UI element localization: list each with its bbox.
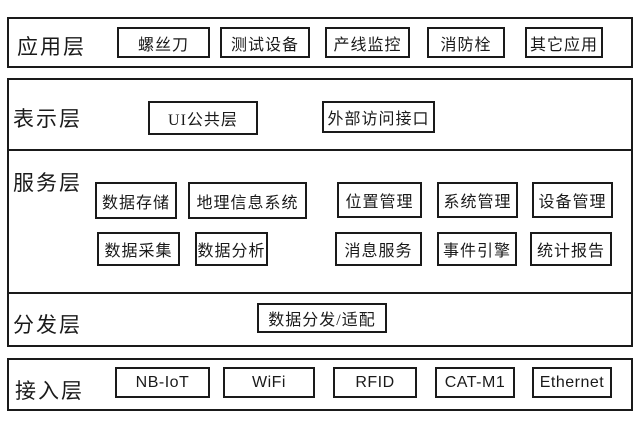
node-wifi: WiFi bbox=[223, 367, 315, 398]
node-system-management: 系统管理 bbox=[437, 182, 518, 218]
node-data-acquisition: 数据采集 bbox=[97, 232, 180, 266]
node-fire-hydrant: 消防栓 bbox=[427, 27, 505, 58]
node-ui-common-layer: UI公共层 bbox=[148, 101, 258, 135]
node-location-management: 位置管理 bbox=[337, 182, 422, 218]
layer-label-access: 接入层 bbox=[15, 379, 84, 403]
layer-label-presentation: 表示层 bbox=[13, 107, 82, 131]
node-statistical-report: 统计报告 bbox=[530, 232, 612, 266]
node-nb-iot: NB-IoT bbox=[115, 367, 210, 398]
node-gis: 地理信息系统 bbox=[188, 182, 307, 219]
node-rfid: RFID bbox=[333, 367, 417, 398]
node-other-applications: 其它应用 bbox=[525, 27, 603, 58]
layer-band-application: 应用层 螺丝刀 测试设备 产线监控 消防栓 其它应用 bbox=[7, 17, 633, 68]
middle-layers-container: 表示层 UI公共层 外部访问接口 服务层 数据存储 地理信息系统 位置管理 系统… bbox=[7, 78, 633, 347]
node-data-dispatch-adaptation: 数据分发/适配 bbox=[257, 303, 387, 333]
layer-band-access: 接入层 NB-IoT WiFi RFID CAT-M1 Ethernet bbox=[7, 358, 633, 411]
node-cat-m1: CAT-M1 bbox=[435, 367, 515, 398]
node-external-access-interface: 外部访问接口 bbox=[322, 101, 435, 133]
node-data-storage: 数据存储 bbox=[95, 182, 177, 219]
layer-band-service: 服务层 数据存储 地理信息系统 位置管理 系统管理 设备管理 数据采集 数据分析… bbox=[9, 149, 631, 292]
node-test-equipment: 测试设备 bbox=[220, 27, 310, 58]
node-message-service: 消息服务 bbox=[335, 232, 422, 266]
layer-label-application: 应用层 bbox=[17, 35, 86, 59]
node-device-management: 设备管理 bbox=[532, 182, 613, 218]
layer-band-dispatch: 分发层 数据分发/适配 bbox=[9, 292, 631, 345]
layer-label-dispatch: 分发层 bbox=[13, 313, 82, 337]
node-data-analysis: 数据分析 bbox=[195, 232, 268, 266]
node-production-line-monitoring: 产线监控 bbox=[325, 27, 410, 58]
node-screwdriver: 螺丝刀 bbox=[117, 27, 210, 58]
node-event-engine: 事件引擎 bbox=[437, 232, 517, 266]
layer-label-service: 服务层 bbox=[13, 171, 82, 195]
layer-band-presentation: 表示层 UI公共层 外部访问接口 bbox=[9, 80, 631, 149]
node-ethernet: Ethernet bbox=[532, 367, 612, 398]
